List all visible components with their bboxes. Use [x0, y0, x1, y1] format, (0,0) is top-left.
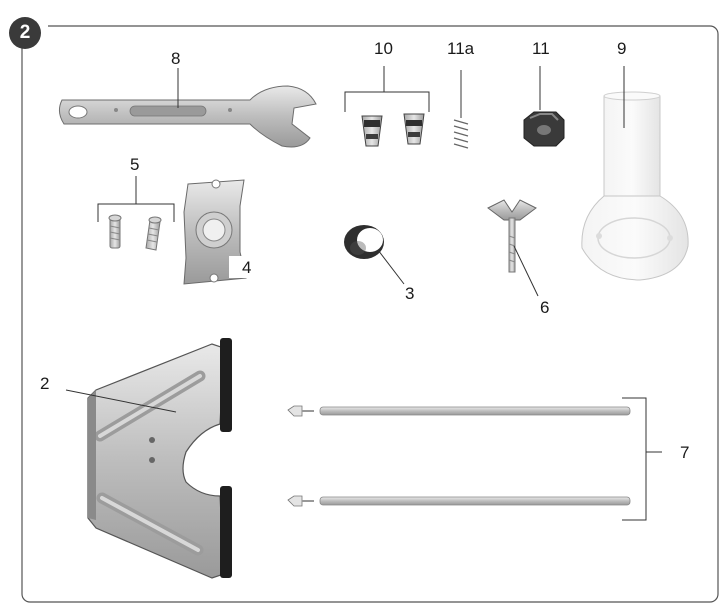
label-wing-bolt: 6: [540, 298, 550, 317]
label-nut: 11: [532, 39, 550, 58]
base-part: [87, 338, 232, 579]
rods-part: [287, 405, 631, 507]
screws-part: [108, 214, 162, 251]
label-spring: 11a: [447, 39, 475, 58]
leader-wing-bolt: [513, 245, 539, 297]
nut-part: [523, 111, 565, 147]
bracket-screws: [97, 176, 175, 222]
frame-border: [21, 25, 719, 603]
label-base: 2: [40, 374, 50, 393]
label-ring: 3: [405, 284, 415, 303]
label-rods: 7: [680, 443, 690, 462]
label-dust-cap: 9: [617, 39, 627, 58]
label-collets: 10: [374, 39, 393, 58]
ring-part: [344, 225, 384, 259]
label-wrench: 8: [171, 49, 181, 68]
dust-cap-part: [581, 91, 689, 281]
step-badge: 2: [9, 17, 41, 49]
collets-part: [361, 113, 425, 147]
leader-base: [65, 389, 177, 413]
bracket-collets: [344, 66, 430, 112]
plate-label-bg: [229, 256, 261, 278]
label-screws: 5: [130, 155, 140, 174]
label-plate: 4: [242, 258, 252, 277]
wing-bolt-part: [487, 199, 537, 273]
spring-part: [453, 70, 469, 149]
leader-ring: [377, 249, 405, 285]
bracket-rods: [622, 397, 662, 521]
wrench-part: [58, 85, 317, 148]
